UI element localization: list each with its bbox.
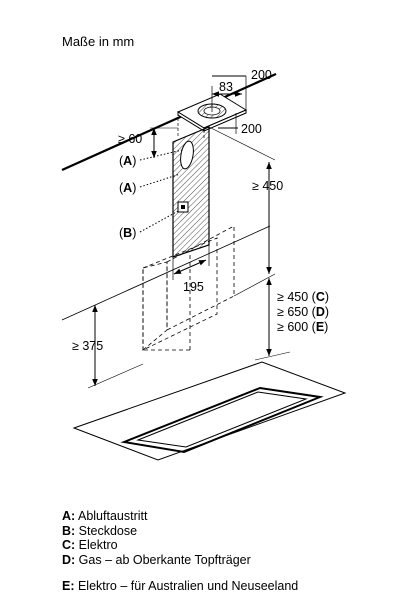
dim-83: 83 — [219, 80, 233, 94]
dim-min-d: ≥ 650 (D) — [277, 305, 329, 319]
legend-item-a: A: Abluftaustritt — [62, 509, 148, 523]
dim-195: 195 — [183, 280, 204, 294]
legend-item-d: D: Gas – ab Oberkante Topfträger — [62, 552, 251, 567]
dim-min-c: ≥ 450 (C) — [277, 290, 329, 304]
legend: A: Abluftaustritt B: Steckdose C: Elektr… — [62, 509, 298, 594]
legend-item-c: C: Elektro — [62, 538, 118, 553]
dim-min-375: ≥ 375 — [72, 339, 103, 353]
dim-200-side: 200 — [241, 122, 262, 136]
callout-a-top: (A) — [119, 154, 136, 168]
dim-min-60: ≥ 60 — [118, 132, 142, 146]
callout-b: (B) — [119, 226, 136, 240]
ceiling-line — [61, 72, 277, 172]
dim-min-450: ≥ 450 — [252, 179, 283, 193]
unit-note: Maße in mm — [62, 34, 135, 49]
wall-line — [61, 225, 271, 321]
duct-opening-a — [180, 140, 194, 170]
dim-200-top: 200 — [251, 68, 272, 82]
dim-min-e: ≥ 600 (E) — [277, 320, 328, 334]
legend-item-b: B: Steckdose — [62, 523, 138, 538]
cooktop — [72, 361, 347, 461]
callout-a-lower: (A) — [119, 181, 136, 195]
legend-item-e: E: Elektro – für Australien und Neuseela… — [62, 579, 299, 594]
